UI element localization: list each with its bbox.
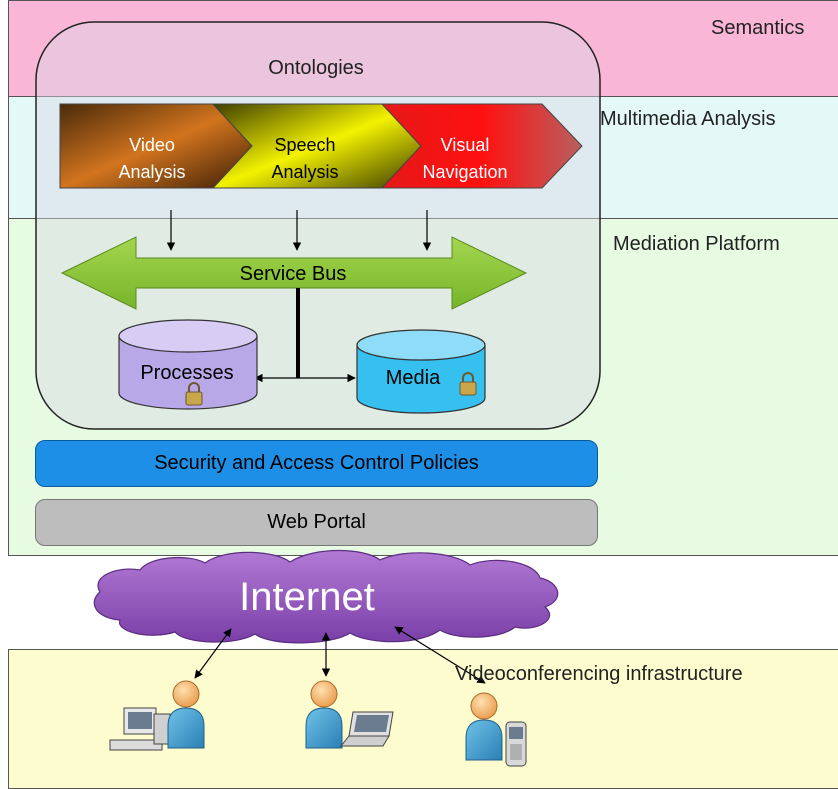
videoconferencing-label: Videoconferencing infrastructure <box>455 663 743 685</box>
desktop-computer-icon <box>109 707 171 751</box>
internet-label: Internet <box>239 575 375 619</box>
security-policies-label: Security and Access Control Policies <box>154 452 479 474</box>
user-icon <box>167 680 205 749</box>
user-icon <box>465 692 503 761</box>
processes-label: Processes <box>140 362 233 384</box>
speech-analysis-label-line1: Speech <box>274 135 335 155</box>
service-bus-arrow <box>60 236 528 310</box>
media-label: Media <box>386 367 441 389</box>
user-icon <box>305 680 343 749</box>
processes-database <box>118 319 258 410</box>
service-bus-label: Service Bus <box>240 263 347 285</box>
visual-navigation-label-line1: Visual <box>441 135 490 155</box>
semantics-label: Semantics <box>711 17 805 39</box>
laptop-icon <box>339 711 394 747</box>
speech-analysis-label-line2: Analysis <box>271 162 338 182</box>
media-database <box>356 329 486 414</box>
video-analysis-label-line1: Video <box>129 135 175 155</box>
video-analysis-label-line2: Analysis <box>118 162 185 182</box>
security-policies-block: Security and Access Control Policies <box>35 440 598 487</box>
padlock-icon <box>459 372 477 396</box>
web-portal-label: Web Portal <box>267 511 366 533</box>
mobile-phone-icon <box>505 721 527 767</box>
padlock-icon <box>185 382 203 406</box>
web-portal-block: Web Portal <box>35 499 598 546</box>
semantics-band <box>8 0 838 97</box>
multimedia-analysis-label: Multimedia Analysis <box>600 108 776 130</box>
ontologies-label: Ontologies <box>268 57 364 79</box>
mediation-platform-label: Mediation Platform <box>613 233 780 255</box>
visual-navigation-label-line2: Navigation <box>422 162 507 182</box>
visual-navigation-chevron <box>380 103 583 189</box>
